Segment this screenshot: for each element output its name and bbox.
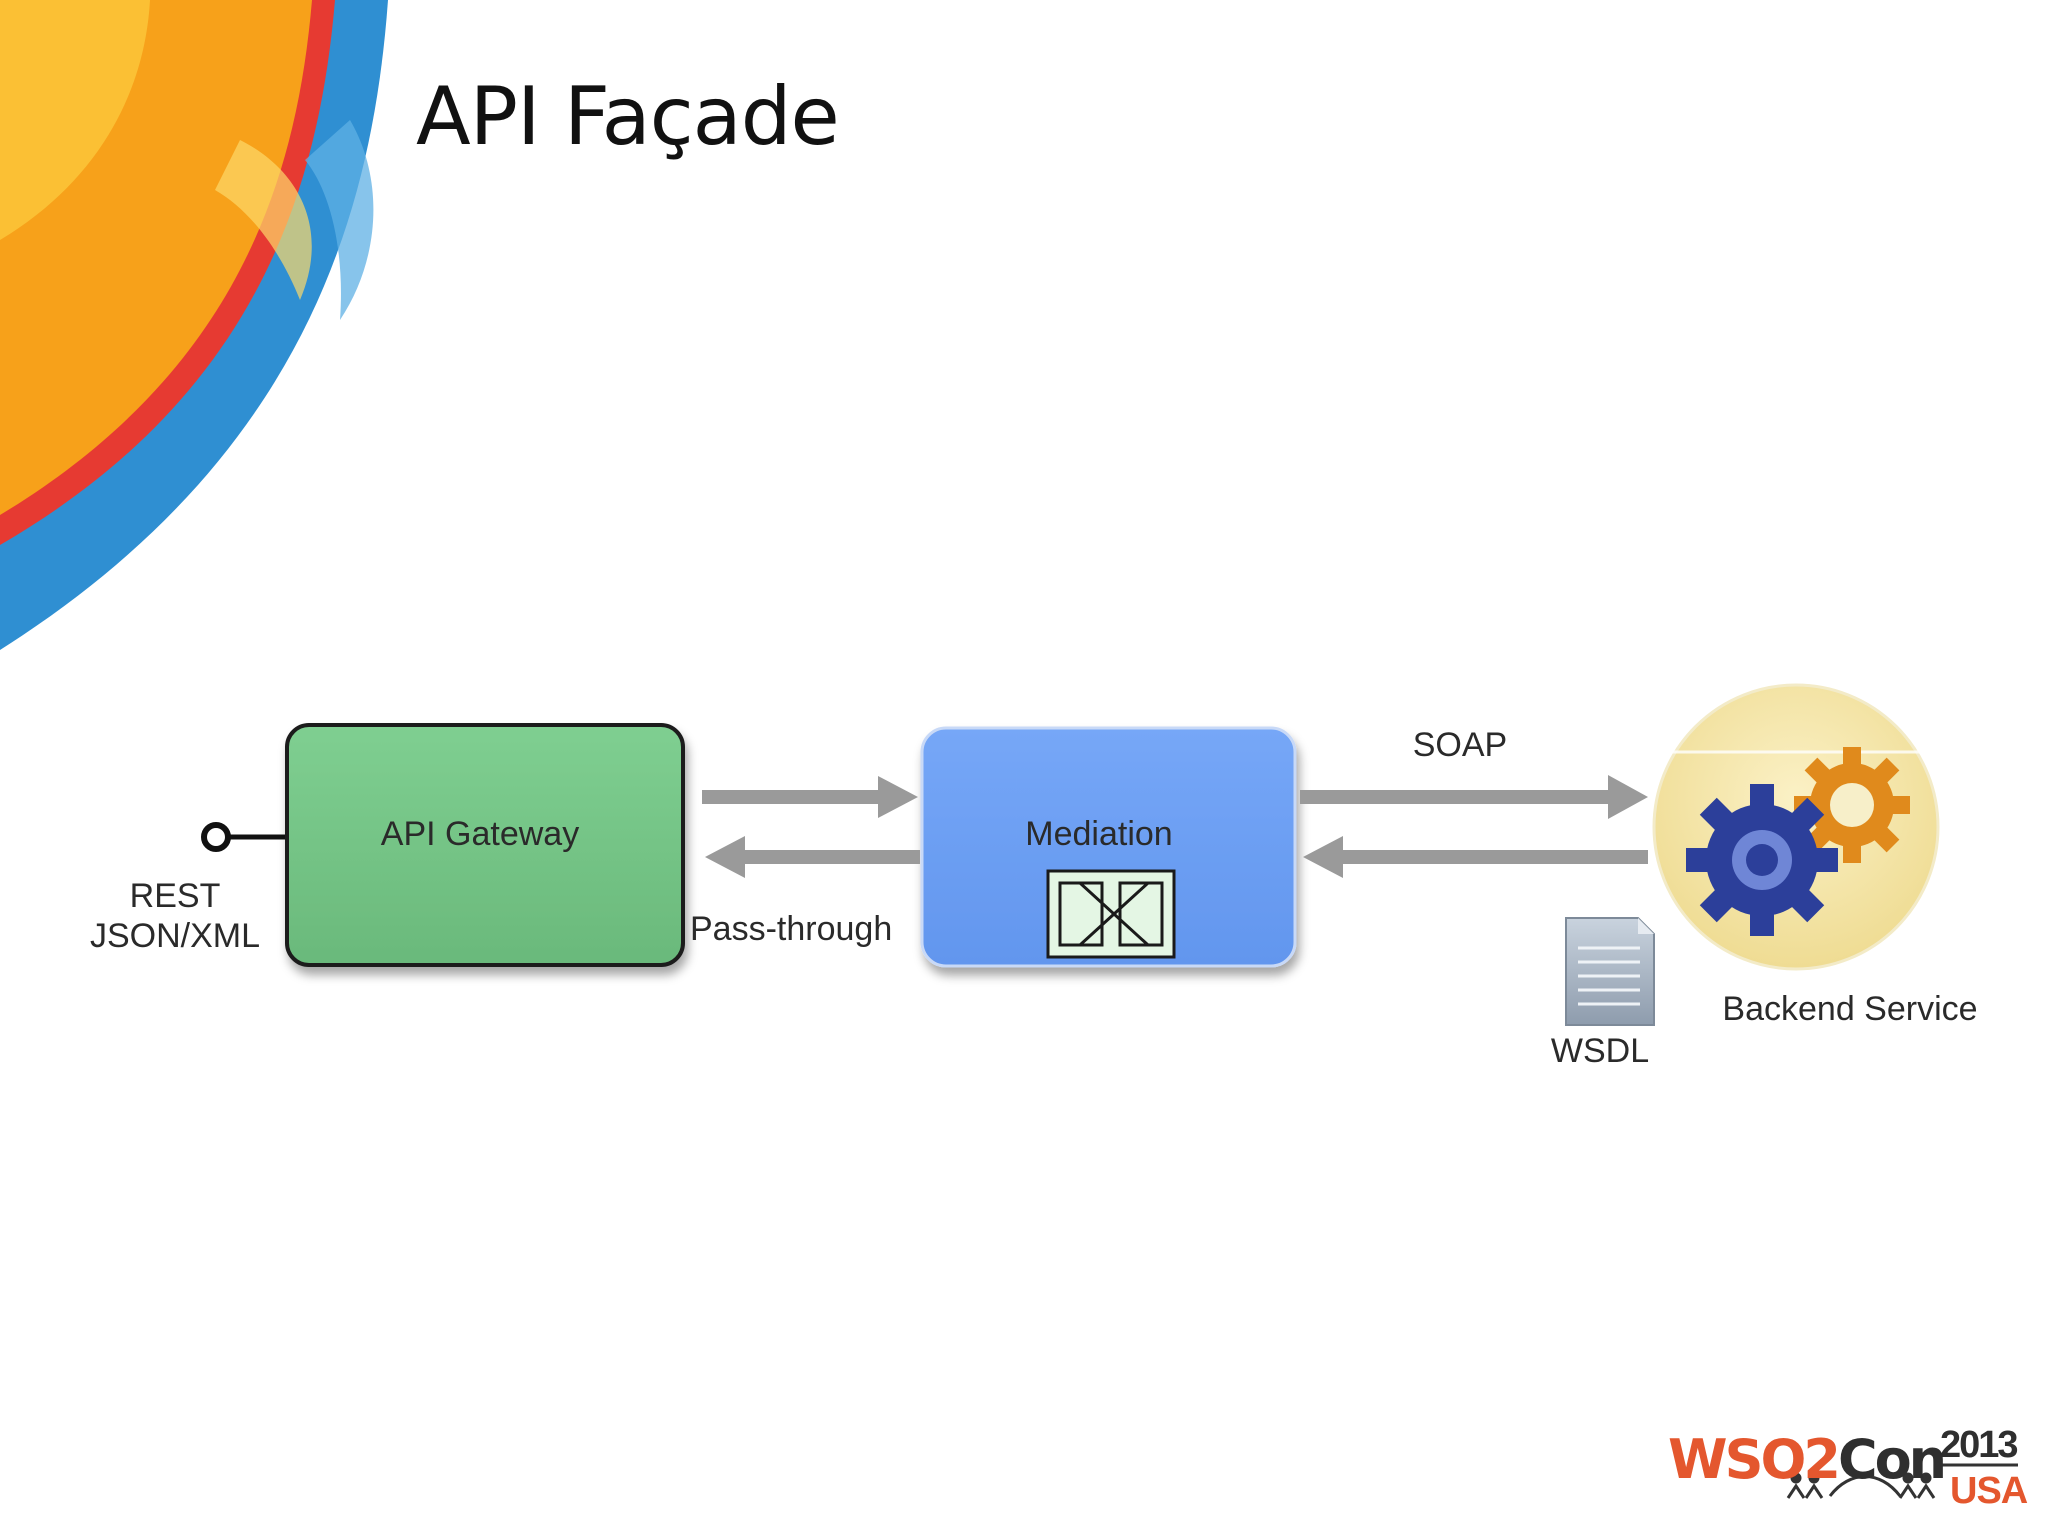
api-gateway-box	[285, 723, 685, 967]
soap-label: SOAP	[1412, 726, 1508, 764]
mediator-x-icon	[1046, 869, 1176, 959]
logo-brand-wso2: WSO2	[1668, 1428, 1841, 1491]
swirl-leaf-blue	[305, 120, 374, 320]
mediation-label: Mediation	[1025, 815, 1173, 853]
arrow-backend-to-mediation	[1303, 836, 1648, 878]
page-title: API Façade	[416, 70, 840, 163]
arrow-gateway-to-mediation	[702, 776, 918, 818]
backend-service-label: Backend Service	[1722, 990, 1978, 1028]
corner-swirl-decoration	[0, 0, 388, 650]
client-label: REST JSON/XML	[60, 876, 290, 956]
swirl-highlight	[0, 0, 150, 240]
wso2con-logo: WSO2Con 2013 USA	[1668, 1420, 2028, 1520]
client-format-label: JSON/XML	[89, 917, 261, 955]
logo-location: USA	[1950, 1470, 2028, 1512]
logo-year: 2013	[1940, 1424, 2019, 1466]
logo-people-icon	[1786, 1463, 2018, 1499]
logo-brand: WSO2Con	[1668, 1428, 1947, 1491]
gears-icon	[1686, 747, 1910, 936]
arrow-mediation-to-backend	[1300, 775, 1648, 819]
port-circle-icon	[201, 822, 288, 852]
document-icon	[1565, 917, 1655, 1026]
client-protocol-label: REST	[129, 877, 221, 915]
arrow-mediation-to-gateway	[705, 836, 920, 878]
mediation-box	[920, 726, 1297, 968]
pass-through-label: Pass-through	[690, 910, 893, 948]
logo-brand-con: Con	[1837, 1428, 1947, 1491]
wsdl-label: WSDL	[1550, 1032, 1650, 1070]
swirl-leaf	[215, 140, 312, 300]
api-gateway-label: API Gateway	[380, 815, 580, 853]
